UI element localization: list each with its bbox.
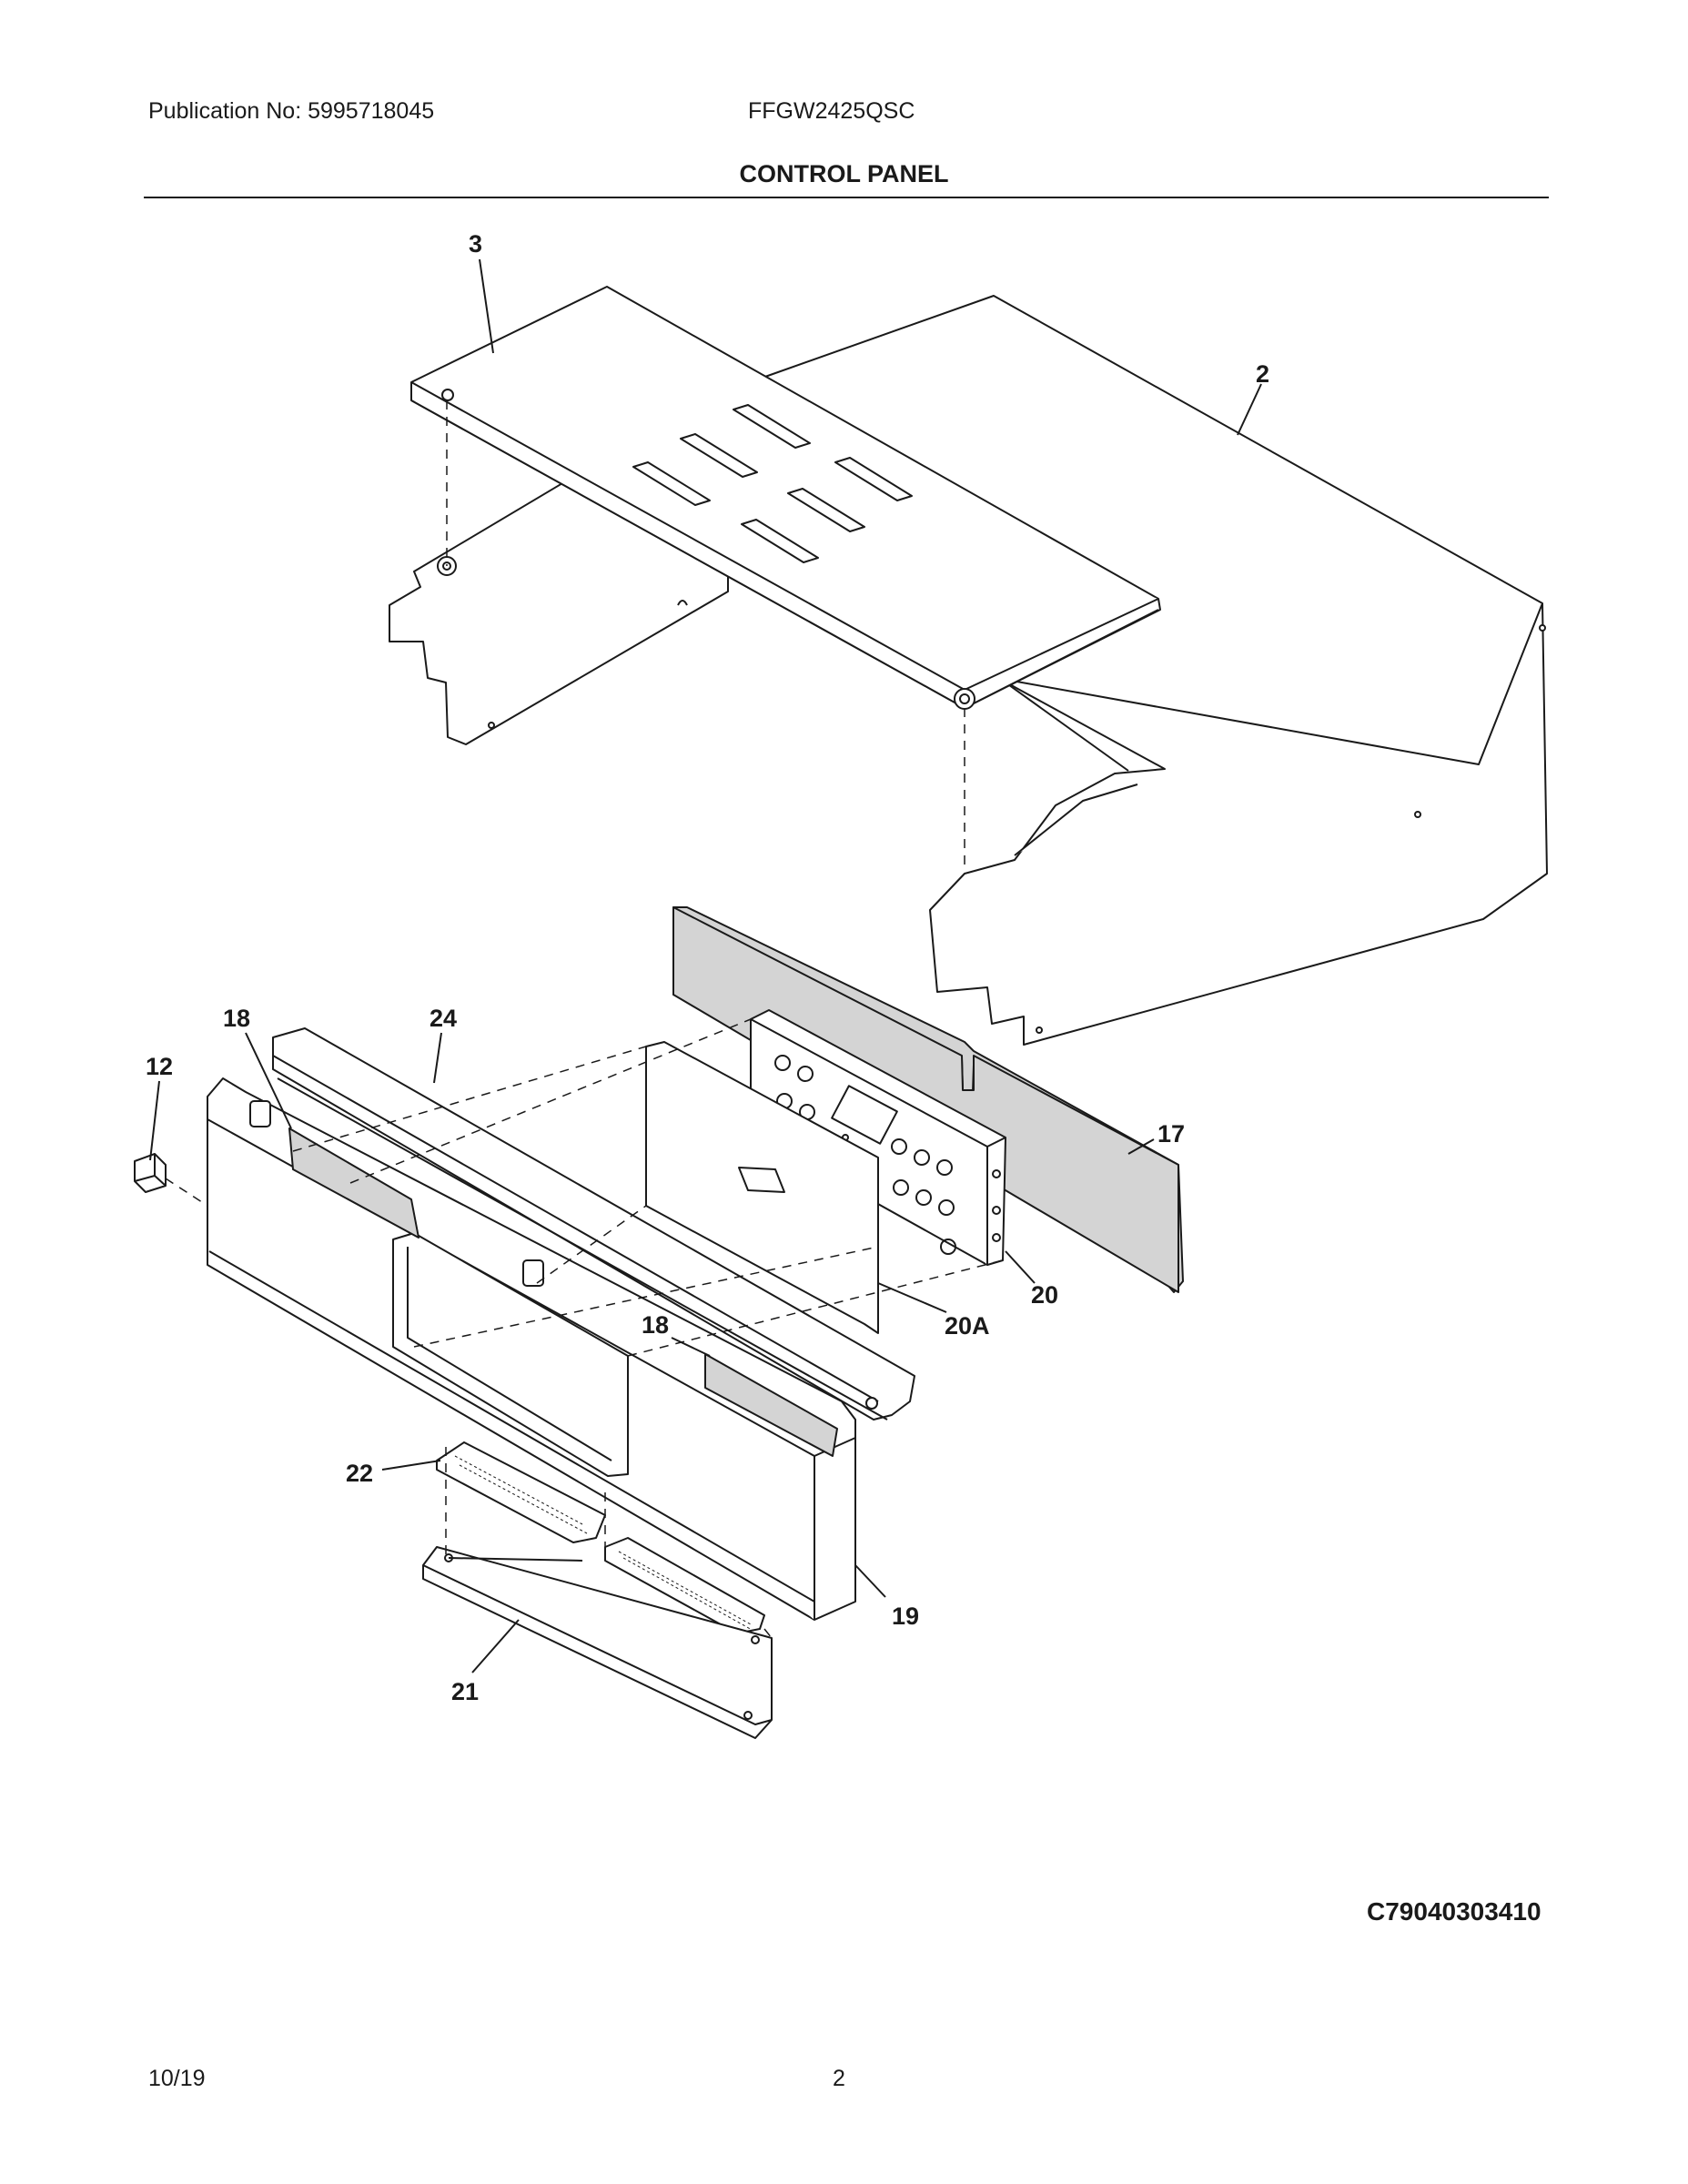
part-12-switch (134, 1153, 167, 1193)
footer-date: 10/19 (148, 2066, 206, 2091)
callout-18-bottom: 18 (642, 1311, 669, 1339)
callout-18-top: 18 (223, 1005, 250, 1032)
publication-number: Publication No: 5995718045 (148, 98, 435, 124)
part-21-bottom-bracket (422, 1546, 773, 1739)
page-title: CONTROL PANEL (739, 160, 949, 187)
callout-leaders (149, 258, 1262, 1673)
callout-21: 21 (451, 1678, 479, 1705)
page-number: 2 (833, 2066, 845, 2091)
part-3-top-cover (410, 286, 1161, 710)
title-rule (144, 197, 1549, 198)
callout-12: 12 (146, 1053, 173, 1080)
callout-24: 24 (430, 1005, 457, 1032)
callout-22: 22 (346, 1460, 373, 1487)
callout-17: 17 (1157, 1120, 1185, 1148)
callout-20: 20 (1031, 1281, 1058, 1309)
model-number: FFGW2425QSC (748, 98, 915, 124)
part-2-rear-housing (762, 295, 1548, 1046)
callout-2: 2 (1256, 360, 1269, 388)
part-18-insulation-pads (288, 1127, 838, 1457)
callout-20a: 20A (945, 1312, 990, 1340)
part-20-control-board (750, 1009, 1006, 1266)
diagram-code: C79040303410 (1367, 1897, 1541, 1926)
part-19-front-panel (207, 1077, 856, 1621)
callout-19: 19 (892, 1603, 919, 1630)
callout-numbers: 3 2 18 24 12 17 20 20A 18 22 19 21 (146, 230, 1269, 1705)
alignment-lines (165, 400, 1004, 1639)
callout-3: 3 (469, 230, 482, 258)
part-22-vent-grilles (436, 1441, 765, 1634)
